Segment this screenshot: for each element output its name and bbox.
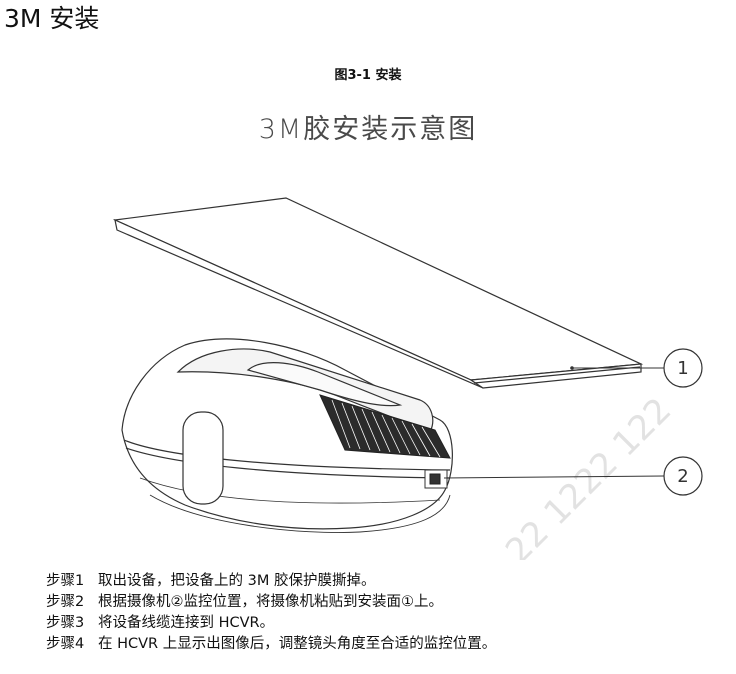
callout-1-label: 1 <box>677 358 688 379</box>
callout-2: 2 <box>443 456 703 496</box>
callout-2-label: 2 <box>677 466 688 487</box>
mounting-surface <box>112 197 644 389</box>
installation-diagram: 22 1222 122 <box>112 197 703 560</box>
step-1: 步骤1 取出设备，把设备上的 3M 胶保护膜撕掉。 <box>46 571 496 592</box>
step-4: 步骤4 在 HCVR 上显示出图像后，调整镜头角度至合适的监控位置。 <box>46 634 496 655</box>
step-2: 步骤2 根据摄像机②监控位置，将摄像机粘贴到安装面①上。 <box>46 592 496 613</box>
section-title: 3M 安装 <box>4 4 100 33</box>
step-3: 步骤3 将设备线缆连接到 HCVR。 <box>46 613 496 634</box>
figure-caption: 图3-1 安装 <box>334 68 402 83</box>
camera-body <box>121 338 453 533</box>
diagram-title: 3M胶安装示意图 <box>258 114 478 145</box>
watermark: 22 1222 122 <box>498 390 679 560</box>
step-text: 将设备线缆连接到 HCVR。 <box>98 615 275 631</box>
camera-fins <box>319 394 451 489</box>
step-text: 取出设备，把设备上的 3M 胶保护膜撕掉。 <box>98 573 376 589</box>
step-label: 步骤4 <box>46 636 85 652</box>
installation-steps: 步骤1 取出设备，把设备上的 3M 胶保护膜撕掉。 步骤2 根据摄像机②监控位置… <box>46 571 496 655</box>
step-label: 步骤3 <box>46 615 85 631</box>
step-label: 步骤1 <box>46 573 85 589</box>
step-label: 步骤2 <box>46 594 85 610</box>
step-text: 在 HCVR 上显示出图像后，调整镜头角度至合适的监控位置。 <box>98 636 497 652</box>
callout-1: 1 <box>570 348 703 388</box>
step-text: 根据摄像机②监控位置，将摄像机粘贴到安装面①上。 <box>98 594 443 610</box>
